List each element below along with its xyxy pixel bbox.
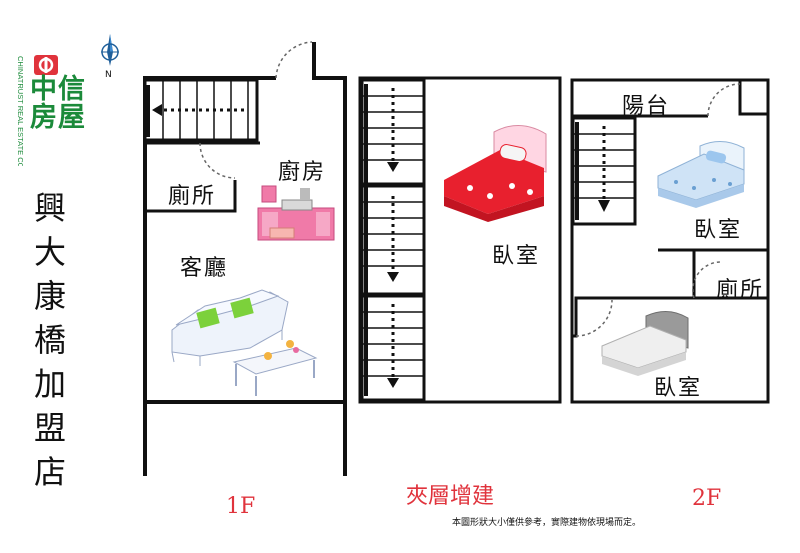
logo-company-text: 中信房屋 (30, 74, 86, 133)
door-swing-icon (199, 142, 236, 179)
compass-icon: N (98, 32, 122, 84)
floor-label-1f: 1F (226, 494, 256, 519)
door-swing-icon (707, 83, 741, 117)
room-label-bedroom-2f-b: 臥室 (654, 376, 703, 401)
room-label-living-room: 客廳 (180, 256, 229, 281)
coffee-table-icon (232, 340, 318, 396)
listing-title: 興 大 康 橋 加 盟 店 (28, 186, 72, 494)
stair-arrow-head (387, 162, 399, 172)
logo-company-name: 中信房屋 (30, 76, 90, 132)
stair-arrow-head (387, 378, 399, 388)
listing-title-char: 橋 (33, 321, 66, 359)
bed-icon (657, 141, 745, 208)
room-label-bedroom-2f-a: 臥室 (694, 218, 743, 243)
listing-title-char: 店 (33, 453, 66, 491)
listing-title-char: 加 (33, 365, 66, 403)
sofa-icon (171, 289, 289, 366)
listing-title-char: 興 (33, 189, 66, 227)
bed-icon (601, 311, 689, 376)
room-label-restroom-1f: 廁所 (168, 184, 217, 209)
floor-mezzanine-walls (358, 76, 562, 404)
door-swing-icon (275, 41, 313, 79)
compass-north-label: N (105, 70, 112, 80)
logo-english-label: CHINATRUST REAL ESTATE CO. (16, 56, 24, 166)
logo-english-text: CHINATRUST REAL ESTATE CO. (12, 54, 24, 166)
listing-title-char: 大 (33, 233, 66, 271)
stair-arrow-head (598, 200, 610, 212)
stair-arrow-head (387, 272, 399, 282)
listing-title-char: 盟 (33, 409, 66, 447)
disclaimer-note: 本圖形狀大小僅供參考，實際建物依現場而定。 (452, 518, 642, 528)
floor-label-mezzanine: 夾層增建 (406, 484, 495, 509)
stair-arrow-head (152, 104, 162, 116)
logo-emblem-icon (33, 54, 59, 76)
floor-1f-walls (143, 42, 347, 476)
kitchen-cabinet-icon (257, 185, 335, 241)
restroom-1f-walls (145, 141, 260, 213)
room-label-restroom-2f: 廁所 (716, 278, 765, 303)
door-swing-icon (692, 261, 723, 299)
bed-icon (444, 125, 547, 222)
room-label-bedroom-mezzanine: 臥室 (492, 244, 541, 269)
room-label-kitchen: 廚房 (278, 160, 327, 185)
door-swing-icon (575, 299, 613, 337)
room-label-balcony: 陽台 (622, 94, 671, 119)
listing-title-char: 康 (33, 277, 66, 315)
floor-label-2f: 2F (692, 486, 722, 511)
